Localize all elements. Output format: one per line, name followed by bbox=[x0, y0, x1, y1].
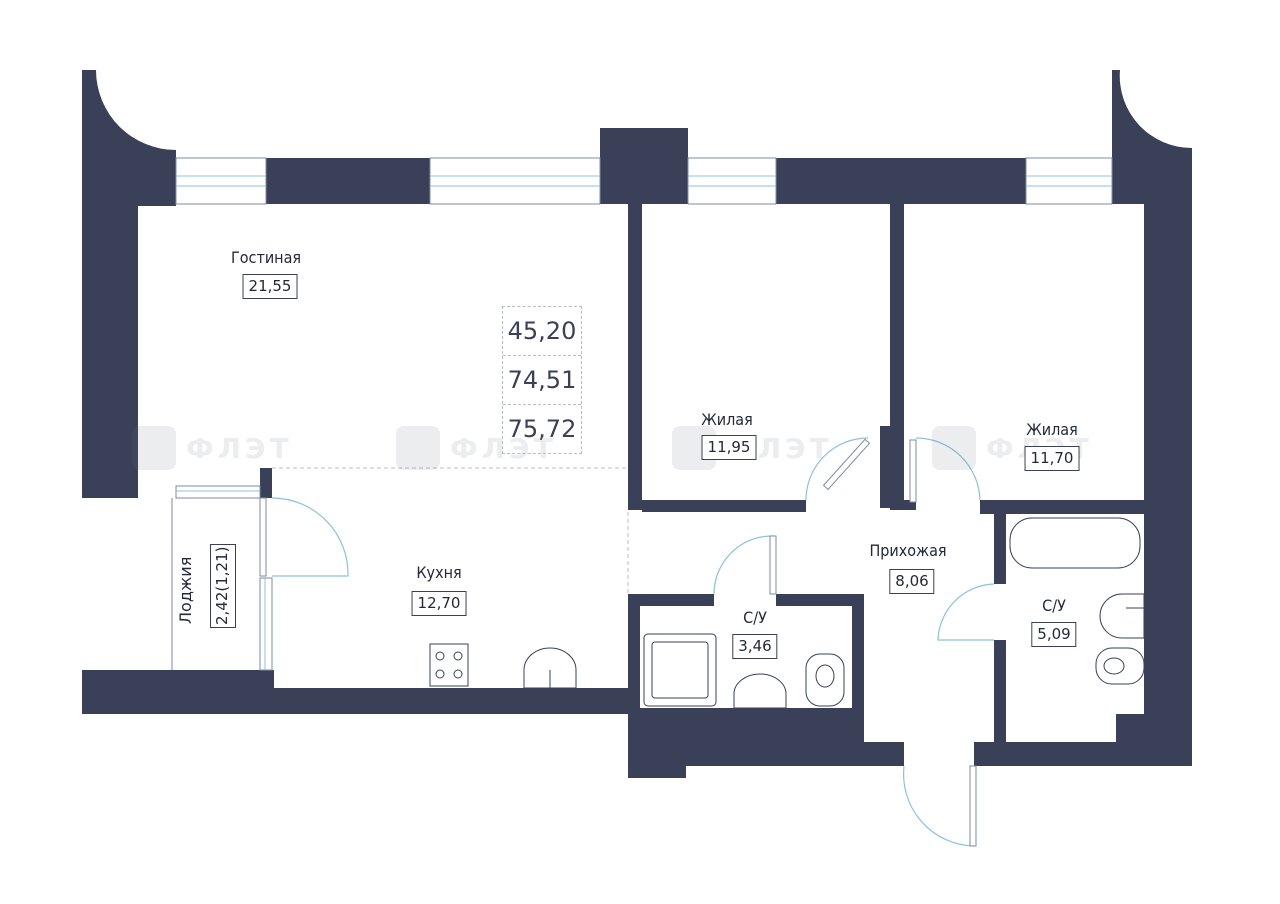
living-room-area: 21,55 bbox=[242, 274, 298, 299]
bedroom2-area: 11,70 bbox=[1024, 446, 1080, 471]
stove-icon bbox=[429, 643, 469, 687]
loggia-area: 2,42(1,21) bbox=[210, 544, 236, 628]
bathroom1-area: 3,46 bbox=[732, 634, 778, 659]
bathroom1-name: С/У bbox=[743, 608, 767, 627]
walls bbox=[82, 70, 1192, 778]
living-room-name: Гостиная bbox=[230, 248, 302, 267]
watermark-logo-icon bbox=[932, 426, 976, 470]
living-area-total: 45,20 bbox=[503, 307, 581, 356]
sink-icon bbox=[733, 673, 787, 709]
bathtub-icon bbox=[1009, 517, 1141, 569]
watermark-logo-icon bbox=[396, 426, 440, 470]
bedroom2-name: Жилая bbox=[1026, 420, 1078, 439]
sink-icon bbox=[1099, 593, 1145, 639]
bathroom2-area: 5,09 bbox=[1031, 622, 1077, 647]
area-totals: 45,20 74,51 75,72 bbox=[502, 306, 582, 454]
hallway-name: Прихожая bbox=[869, 541, 947, 560]
windows bbox=[171, 157, 1113, 671]
sink-icon bbox=[523, 647, 577, 689]
kitchen-area: 12,70 bbox=[411, 591, 467, 616]
total-area: 74,51 bbox=[503, 356, 581, 405]
hallway-area: 8,06 bbox=[889, 569, 935, 594]
doors bbox=[259, 437, 995, 847]
bathroom2-name: С/У bbox=[1042, 596, 1066, 615]
fixtures bbox=[429, 517, 1145, 709]
kitchen-name: Кухня bbox=[416, 563, 462, 582]
bedroom1-area: 11,95 bbox=[701, 435, 757, 460]
total-area-with-loggia: 75,72 bbox=[507, 415, 577, 443]
bedroom1-name: Жилая bbox=[701, 410, 753, 429]
watermark-logo-icon bbox=[132, 426, 176, 470]
loggia-name: Лоджия bbox=[176, 556, 195, 624]
